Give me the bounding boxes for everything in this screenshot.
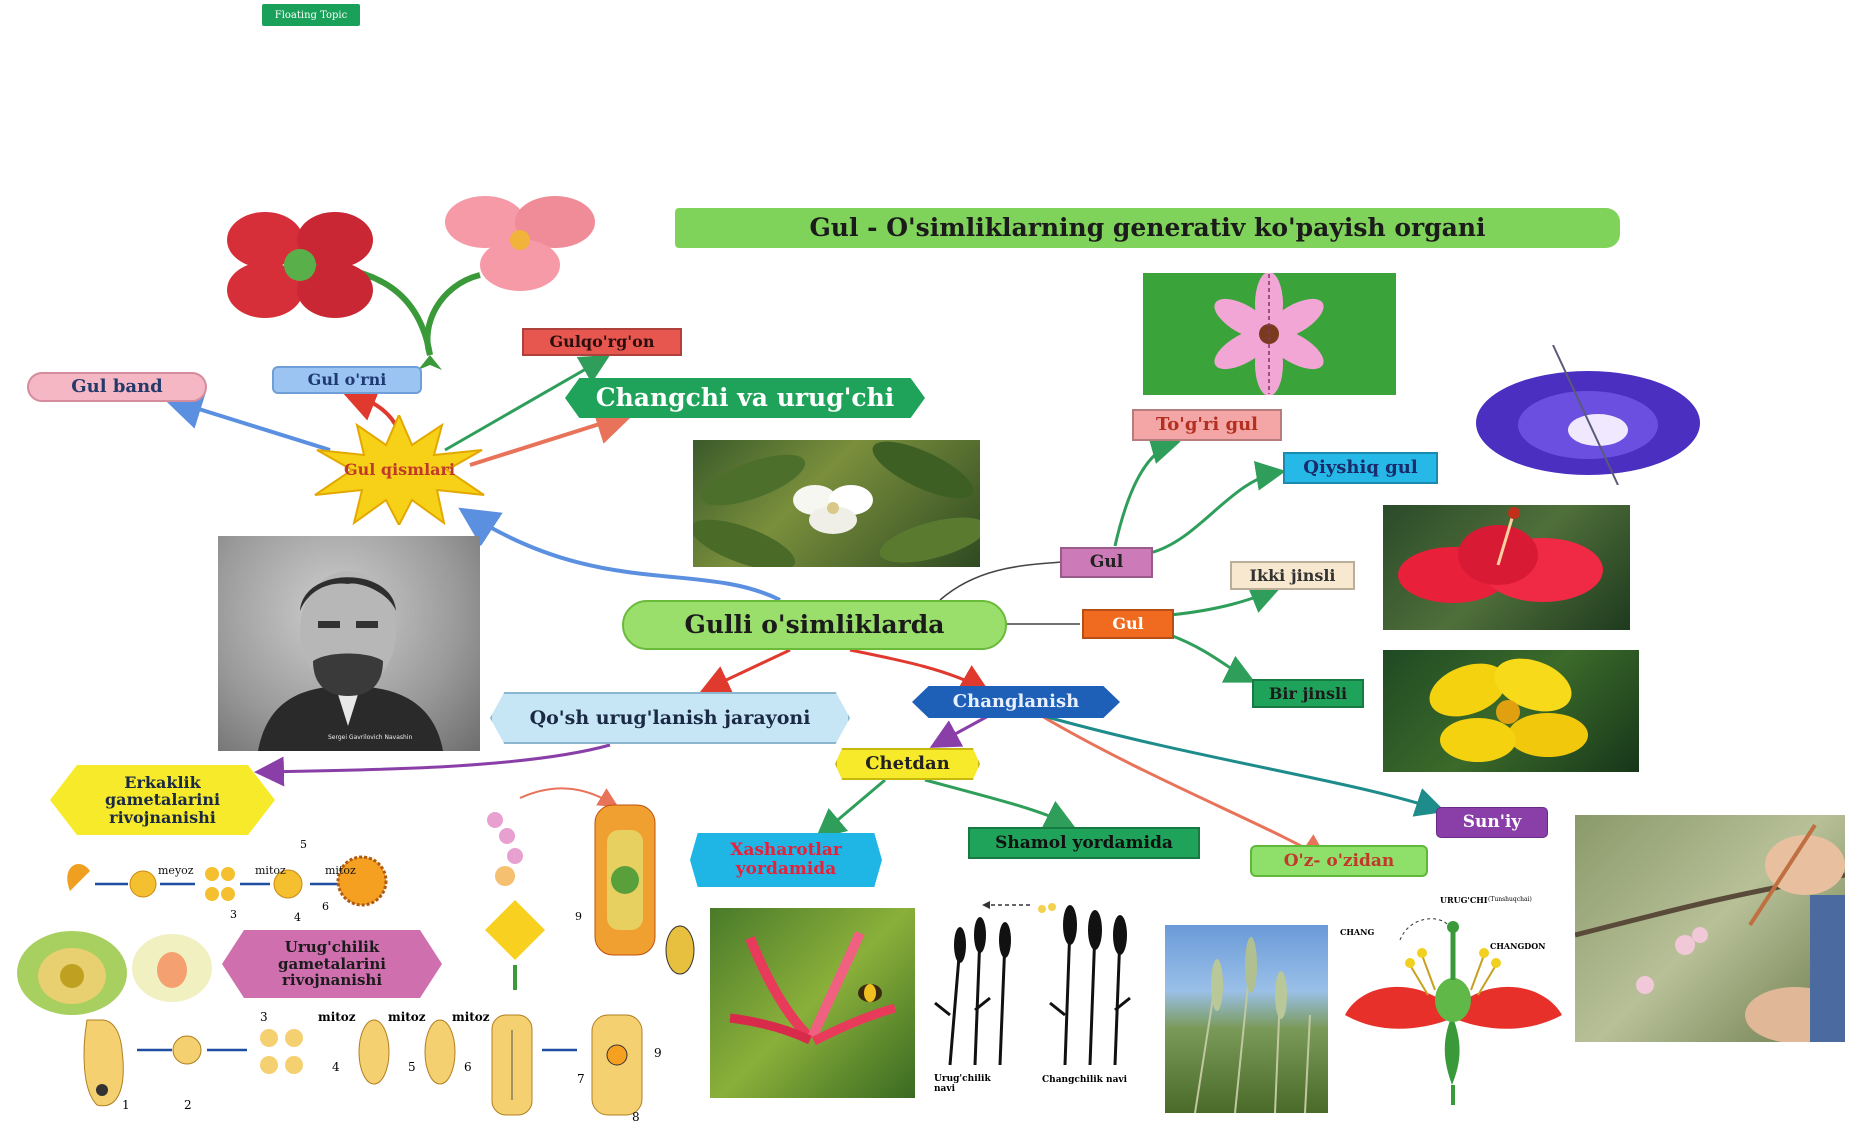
gul-node-2[interactable]: Gul bbox=[1082, 609, 1174, 639]
urugchilik-navi-label: Urug'chilik navi bbox=[934, 1074, 991, 1094]
gul-qismlari-node[interactable]: Gul qismlari bbox=[312, 415, 487, 525]
step-number: 6 bbox=[322, 900, 329, 913]
step-number: 9 bbox=[654, 1046, 662, 1060]
step-number: 8 bbox=[632, 1110, 640, 1124]
morning-glory-photo bbox=[1468, 345, 1708, 485]
link-central-gulqismlari bbox=[458, 507, 781, 602]
ovary-cross-section bbox=[12, 918, 217, 1020]
wheat-varieties-illustration: Urug'chilik navi Changchilik navi bbox=[930, 895, 1155, 1105]
mitoz-label: mitoz bbox=[318, 1010, 356, 1024]
step-number: 5 bbox=[300, 838, 307, 851]
step-number: 5 bbox=[408, 1060, 416, 1074]
embryo-sac-development-diagram: mitoz mitoz mitoz 1 2 3 4 5 6 7 8 9 bbox=[72, 1010, 672, 1125]
qiyshiq-gul-node[interactable]: Qiyshiq gul bbox=[1283, 452, 1438, 484]
step-number: 2 bbox=[184, 1098, 192, 1112]
gul-orni-node[interactable]: Gul o'rni bbox=[272, 366, 422, 394]
oz-ozidan-node[interactable]: O'z- o'zidan bbox=[1250, 845, 1428, 877]
mitoz-label: mitoz bbox=[325, 864, 356, 877]
artificial-pollination-photo bbox=[1575, 815, 1845, 1042]
navashin-portrait: Sergei Gavrilovich Navashin bbox=[218, 536, 480, 751]
floating-topic[interactable]: Floating Topic bbox=[262, 4, 360, 26]
star-flower-photo bbox=[1143, 273, 1396, 395]
wheat-field-photo bbox=[1165, 925, 1328, 1113]
chetdan-node[interactable]: Chetdan bbox=[835, 748, 980, 780]
flower-structure-illustration bbox=[200, 185, 630, 375]
step-number: 9 bbox=[575, 910, 582, 923]
changchilik-navi-label: Changchilik navi bbox=[1042, 1075, 1128, 1085]
xasharotlar-node[interactable]: Xasharotlar yordamida bbox=[690, 833, 882, 887]
gul-qismlari-label: Gul qismlari bbox=[343, 460, 456, 480]
step-number: 6 bbox=[464, 1060, 472, 1074]
meyoz-label: meyoz bbox=[158, 864, 194, 877]
chang-label: CHANG bbox=[1340, 927, 1375, 937]
shamol-node[interactable]: Shamol yordamida bbox=[968, 827, 1200, 859]
gul-node-1[interactable]: Gul bbox=[1060, 547, 1153, 578]
changlanish-node[interactable]: Changlanish bbox=[912, 686, 1120, 718]
mitoz-label: mitoz bbox=[388, 1010, 426, 1024]
pumpkin-flower-photo bbox=[1383, 650, 1639, 772]
togri-gul-node[interactable]: To'g'ri gul bbox=[1132, 409, 1282, 441]
mitoz-label: mitoz bbox=[255, 864, 286, 877]
gulqorgon-node[interactable]: Gulqo'rg'on bbox=[522, 328, 682, 356]
step-number: 4 bbox=[332, 1060, 340, 1074]
hibiscus-photo bbox=[1383, 505, 1630, 630]
step-number: 3 bbox=[260, 1010, 268, 1024]
qosh-uruglanish-node[interactable]: Qo'sh urug'lanish jarayoni bbox=[490, 692, 850, 744]
gul-band-node[interactable]: Gul band bbox=[27, 372, 207, 402]
ikki-jinsli-node[interactable]: Ikki jinsli bbox=[1230, 561, 1355, 590]
pollen-development-diagram: meyoz mitoz mitoz 3 4 5 6 bbox=[40, 836, 440, 928]
suniy-node[interactable]: Sun'iy bbox=[1436, 807, 1548, 838]
flower-anatomy-diagram: URUG'CHI (Tunshuqchai) CHANG CHANGDON bbox=[1340, 895, 1565, 1105]
mitoz-label: mitoz bbox=[452, 1010, 490, 1024]
step-number: 3 bbox=[230, 908, 237, 921]
erkaklik-node[interactable]: Erkaklik gametalarini rivojnanishi bbox=[50, 765, 275, 835]
changdon-label: CHANGDON bbox=[1490, 941, 1546, 951]
lily-fertilization-diagram: 9 bbox=[455, 790, 695, 990]
changchi-va-urugchi-node[interactable]: Changchi va urug'chi bbox=[565, 378, 925, 418]
step-number: 1 bbox=[122, 1098, 130, 1112]
honeysuckle-bee-photo bbox=[710, 908, 915, 1098]
portrait-caption: Sergei Gavrilovich Navashin bbox=[328, 734, 413, 741]
bir-jinsli-node[interactable]: Bir jinsli bbox=[1252, 679, 1364, 708]
central-node[interactable]: Gulli o'simliklarda bbox=[622, 600, 1007, 650]
urugchi-sub-label: (Tunshuqchai) bbox=[1488, 896, 1532, 903]
urugchilik-node[interactable]: Urug'chilik gametalarini rivojnanishi bbox=[222, 930, 442, 998]
magnolia-photo bbox=[693, 440, 980, 567]
step-number: 4 bbox=[294, 911, 301, 924]
step-number: 7 bbox=[577, 1072, 585, 1086]
urugchi-label: URUG'CHI bbox=[1440, 895, 1488, 905]
title-bar[interactable]: Gul - O'simliklarning generativ ko'payis… bbox=[675, 208, 1620, 248]
